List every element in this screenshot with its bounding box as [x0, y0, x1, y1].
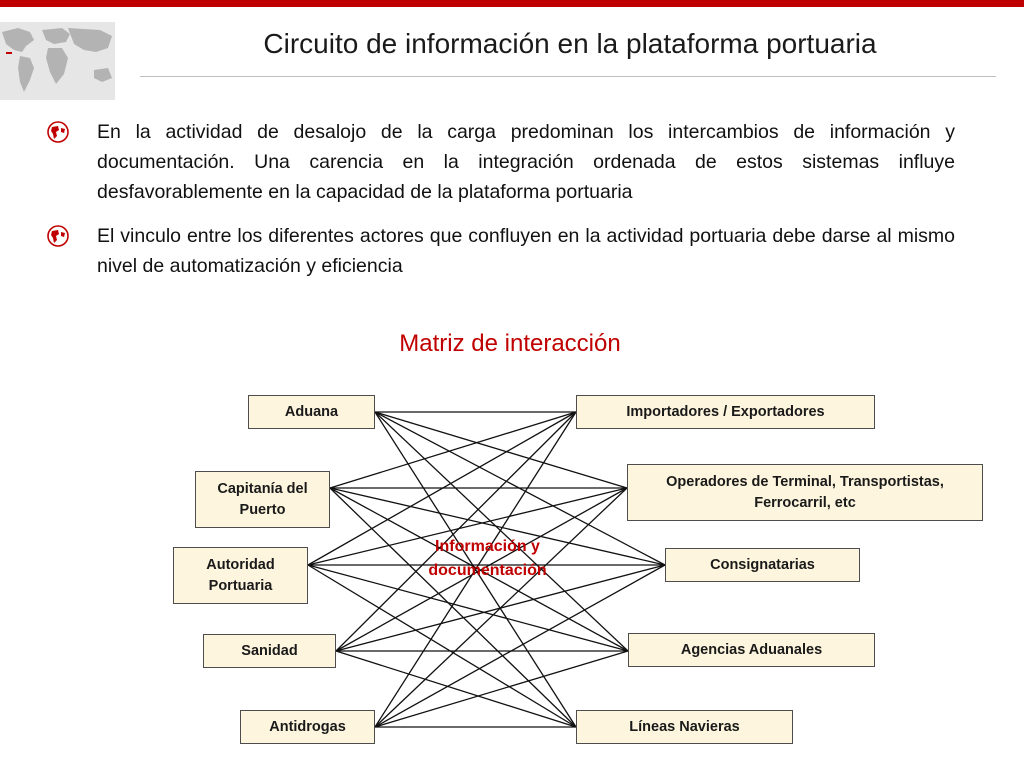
- node-capitania-del-puerto: Capitanía del Puerto: [195, 471, 330, 528]
- connector-line-5-3: [374, 564, 666, 728]
- world-map-icon: [0, 22, 115, 100]
- node-aduana: Aduana: [248, 395, 375, 429]
- globe-icon: [47, 225, 69, 247]
- node-consignatarias: Consignatarias: [665, 548, 860, 582]
- connector-line-5-2: [374, 487, 628, 728]
- node-lineas-navieras: Líneas Navieras: [576, 710, 793, 744]
- connector-line-1-2: [374, 411, 628, 489]
- globe-icon: [47, 121, 69, 143]
- connector-line-2-1: [329, 411, 577, 489]
- node-antidrogas: Antidrogas: [240, 710, 375, 744]
- connector-line-3-5: [307, 564, 577, 728]
- node-agencias-aduanales: Agencias Aduanales: [628, 633, 875, 667]
- node-importadores-exportadores: Importadores / Exportadores: [576, 395, 875, 429]
- connector-line-3-2: [307, 487, 628, 566]
- slide-title: Circuito de información en la plataforma…: [263, 28, 877, 59]
- bullet-item: En la actividad de desalojo de la carga …: [45, 117, 955, 207]
- connector-line-3-1: [307, 411, 577, 566]
- matrix-title: Matriz de interacción: [399, 330, 621, 357]
- connector-line-4-5: [335, 650, 577, 728]
- bullet-item: El vinculo entre los diferentes actores …: [45, 221, 955, 281]
- bullet-text: En la actividad de desalojo de la carga …: [97, 121, 955, 203]
- node-autoridad-portuaria: Autoridad Portuaria: [173, 547, 308, 604]
- node-sanidad: Sanidad: [203, 634, 336, 668]
- title-divider: [140, 76, 996, 77]
- center-label: Información y documentación: [428, 538, 547, 579]
- connector-line-4-1: [335, 411, 577, 652]
- connector-line-5-1: [374, 411, 577, 728]
- connector-line-2-4: [329, 487, 629, 652]
- connector-line-4-2: [335, 487, 628, 652]
- connector-line-2-3: [329, 487, 666, 566]
- node-operadores-de-terminal: Operadores de Terminal, Transportistas, …: [627, 464, 983, 521]
- bullet-list: En la actividad de desalojo de la carga …: [45, 117, 955, 295]
- connector-line-3-4: [307, 564, 629, 652]
- connector-line-2-5: [329, 487, 577, 728]
- connector-line-5-4: [374, 650, 629, 728]
- connector-line-1-4: [374, 411, 629, 652]
- top-accent-bar: [0, 0, 1024, 7]
- bullet-text: El vinculo entre los diferentes actores …: [97, 225, 955, 277]
